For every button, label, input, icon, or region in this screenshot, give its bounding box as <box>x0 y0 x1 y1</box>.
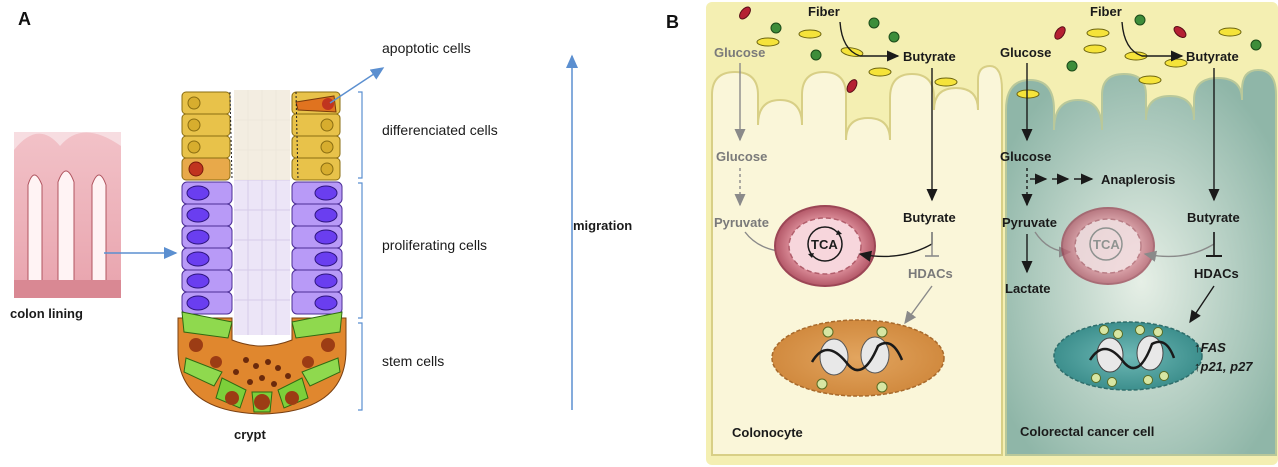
left-glucose-top-label: Glucose <box>714 45 765 60</box>
crypt-diagram <box>177 90 347 415</box>
right-p21-p27-label: ↑p21, p27 <box>1194 359 1253 374</box>
right-glucose-top-label: Glucose <box>1000 45 1051 60</box>
right-lactate-label: Lactate <box>1005 281 1051 296</box>
panel-b: B <box>666 2 1278 465</box>
right-fiber-to-butyrate-arrow <box>1121 21 1184 62</box>
left-fiber-label: Fiber <box>808 4 840 19</box>
panel-a: A colon lining <box>10 9 632 442</box>
stem-label: stem cells <box>382 353 444 369</box>
stem-cell-niche <box>177 311 347 415</box>
migration-label: migration <box>573 218 632 233</box>
fiber-particles <box>739 6 1262 99</box>
bracket-differentiated <box>358 91 363 179</box>
right-butyrate-mid-label: Butyrate <box>1187 210 1240 225</box>
right-fiber-label: Fiber <box>1090 4 1122 19</box>
right-pyruvate-label: Pyruvate <box>1002 215 1057 230</box>
right-fas-label: ↑FAS <box>1194 340 1226 355</box>
right-glucose-mid-label: Glucose <box>1000 149 1051 164</box>
differentiated-cells-right <box>229 91 341 181</box>
right-anaplerosis-label: Anaplerosis <box>1101 172 1175 187</box>
left-butyrate-mid-label: Butyrate <box>903 210 956 225</box>
panel-b-letter: B <box>666 12 679 32</box>
left-hdacs-to-nucleus-arrow <box>904 285 933 325</box>
crypt-label: crypt <box>234 427 266 442</box>
colonocyte-label: Colonocyte <box>732 425 803 440</box>
left-nucleus <box>771 319 945 397</box>
apoptotic-arrow <box>329 67 385 104</box>
left-butyrate-top-label: Butyrate <box>903 49 956 64</box>
differentiated-label: differenciated cells <box>382 122 498 138</box>
proliferating-label: proliferating cells <box>382 237 487 253</box>
colon-lining-image <box>14 132 121 298</box>
right-butyrate-top-label: Butyrate <box>1186 49 1239 64</box>
left-hdacs-label: HDACs <box>908 266 953 281</box>
right-nucleus <box>1053 321 1203 391</box>
proliferating-cells <box>181 181 343 315</box>
right-mitochondrion: TCA <box>1061 207 1155 285</box>
differentiated-cells-left <box>181 91 231 181</box>
panel-a-letter: A <box>18 9 31 29</box>
cancer-cell-label: Colorectal cancer cell <box>1020 424 1154 439</box>
right-hdacs-label: HDACs <box>1194 266 1239 281</box>
left-glucose-mid-label: Glucose <box>716 149 767 164</box>
right-hdacs-to-nucleus-arrow <box>1189 285 1215 324</box>
apoptotic-label: apoptotic cells <box>382 40 471 56</box>
region-brackets <box>358 91 363 411</box>
left-mitochondrion: TCA <box>774 205 876 287</box>
bracket-stem <box>358 322 363 411</box>
colon-lining-label: colon lining <box>10 306 83 321</box>
bracket-proliferating <box>358 182 363 319</box>
left-fiber-to-butyrate-arrow <box>839 21 900 62</box>
left-tca-label: TCA <box>811 237 838 252</box>
left-pyruvate-label: Pyruvate <box>714 215 769 230</box>
right-tca-label: TCA <box>1093 237 1120 252</box>
